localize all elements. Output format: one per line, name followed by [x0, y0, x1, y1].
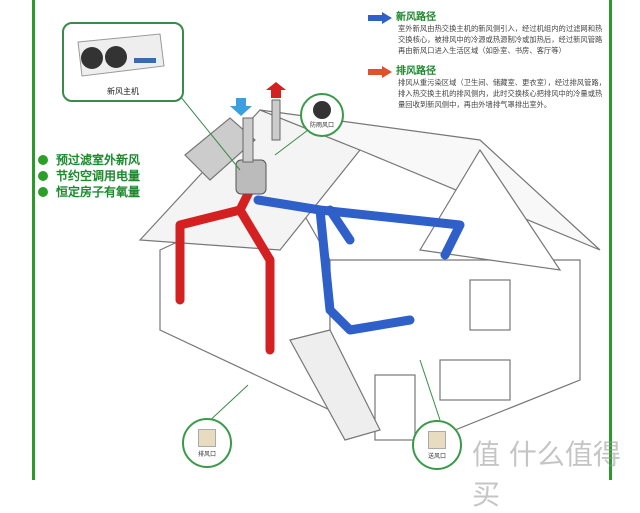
feature-item: 节约空调用电量	[38, 168, 140, 184]
house-diagram	[138, 82, 601, 441]
unit-label: 新风主机	[107, 87, 139, 96]
heat-exchanger-callout: 新风主机	[62, 22, 184, 102]
feature-item: 恒定房子有氧量	[38, 184, 140, 200]
feature-list: 预过滤室外新风 节约空调用电量 恒定房子有氧量	[38, 152, 140, 200]
supply-vent-callout: 送风口	[412, 420, 462, 470]
roof-tiles	[184, 117, 256, 181]
heat-exchanger-unit	[235, 159, 267, 195]
rain-vent-icon	[313, 101, 331, 119]
blue-arrow-icon	[368, 12, 392, 24]
exhaust-out-arrow	[266, 82, 286, 98]
bullet-icon	[38, 187, 48, 197]
exhaust-duct	[175, 185, 275, 355]
feature-item: 预过滤室外新风	[38, 152, 140, 168]
fresh-air-in-arrow	[230, 98, 252, 116]
legend-fresh-air: 新风路径 室外新风由热交换主机的新风侧引入，经过机组内的过滤网和热交换核心，被排…	[368, 8, 608, 56]
rain-vent-leader	[274, 129, 309, 156]
stairs	[289, 329, 381, 441]
supply-vent-leader	[419, 359, 441, 421]
bullet-icon	[38, 155, 48, 165]
bullet-icon	[38, 171, 48, 181]
roof-pipe	[242, 117, 254, 163]
window-2	[439, 359, 511, 401]
orange-arrow-icon	[368, 66, 392, 78]
fresh-air-duct	[253, 195, 465, 335]
green-frame	[32, 0, 612, 480]
rain-vent-callout: 防雨风口	[300, 93, 344, 137]
window	[469, 279, 511, 331]
unit-leader-line	[179, 95, 241, 171]
heat-exchanger-image	[77, 33, 165, 77]
roof-main	[259, 109, 601, 251]
supply-vent-icon	[428, 431, 446, 449]
legend-exhaust: 排风路径 排风从重污染区域（卫生间、储藏室、更衣室），经过排风管路，排入热交换主…	[368, 62, 608, 110]
exhaust-vent-callout: 排风口	[182, 418, 232, 468]
watermark: 值 什么值得买	[472, 438, 621, 511]
door	[374, 374, 416, 441]
legend: 新风路径 室外新风由热交换主机的新风侧引入，经过机组内的过滤网和热交换核心，被排…	[368, 4, 608, 110]
exhaust-vent-icon	[198, 429, 216, 447]
exhaust-chimney	[271, 99, 281, 141]
